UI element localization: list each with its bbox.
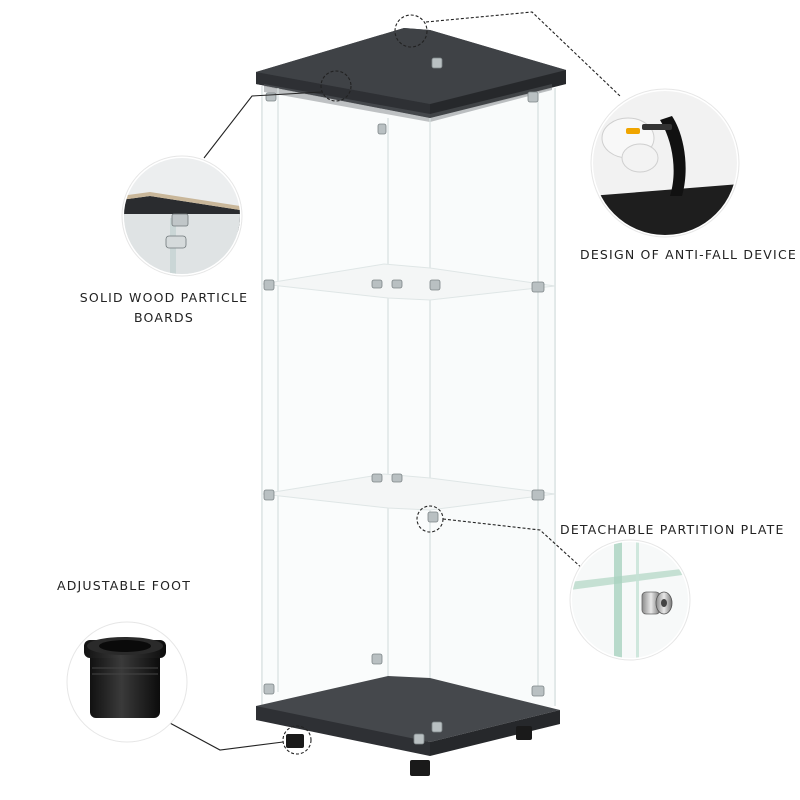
label-anti-fall-device: DESIGN OF ANTI-FALL DEVICE <box>580 247 797 262</box>
leader-anti-fall <box>425 11 621 97</box>
label-partition-plate: DETACHABLE PARTITION PLATE <box>560 522 785 537</box>
label-solid-wood-line2: BOARDS <box>134 310 194 325</box>
detail-solid-wood-board <box>121 155 243 277</box>
label-adjustable-foot: ADJUSTABLE FOOT <box>56 578 192 593</box>
upper-shelf <box>261 263 556 301</box>
glass-cabinet <box>256 28 566 776</box>
label-solid-wood-line1: SOLID WOOD PARTICLE <box>79 290 249 305</box>
detail-adjustable-foot <box>66 621 188 743</box>
label-solid-wood-boards: SOLID WOOD PARTICLE BOARDS <box>64 288 264 328</box>
callout-marker-foot <box>282 725 312 755</box>
detail-partition-plate <box>569 539 691 661</box>
lower-shelf <box>261 473 556 511</box>
leader-partition <box>442 518 585 571</box>
detail-anti-fall-device <box>590 88 740 238</box>
leader-solid-wood <box>203 91 323 159</box>
leader-foot <box>167 721 284 751</box>
callout-marker-top-board <box>320 70 352 102</box>
callout-marker-top-corner <box>394 14 428 48</box>
bottom-board <box>256 676 560 742</box>
